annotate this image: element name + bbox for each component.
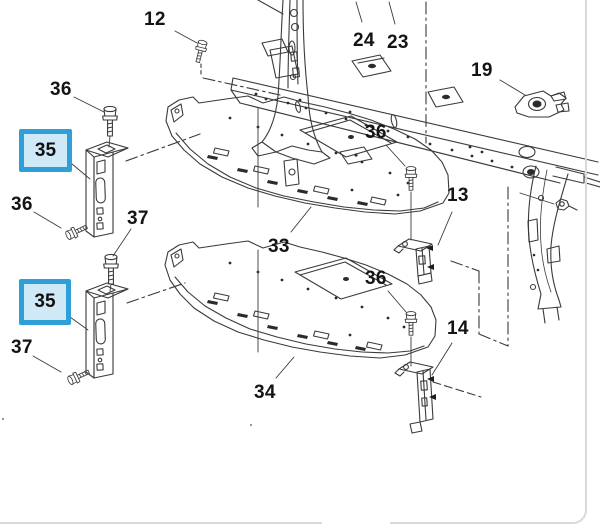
callout-34: 34 <box>254 382 276 403</box>
callout-35-lower-label: 35 <box>34 291 56 312</box>
callout-24: 24 <box>353 30 375 51</box>
callout-33: 33 <box>268 236 290 257</box>
callout-14: 14 <box>447 318 469 339</box>
bracket-35-upper-part <box>85 141 129 238</box>
frame-border-gap <box>322 516 390 528</box>
bracket-13-part <box>393 238 434 285</box>
callout-35-upper-highlight[interactable]: 35 <box>19 129 72 172</box>
projection-lines <box>108 107 412 367</box>
leader-lines <box>32 1 555 379</box>
callout-36-lower-center: 36 <box>365 268 387 289</box>
splash-shield-34-part <box>164 240 437 359</box>
dash-dot-lines <box>125 1 509 398</box>
callout-36-top-left: 36 <box>50 79 72 100</box>
bolt-12-part <box>192 38 209 64</box>
bolt-36-top-part <box>102 105 118 137</box>
callout-35-lower-highlight[interactable]: 35 <box>19 279 71 325</box>
splash-shield-33-part <box>165 95 450 215</box>
callout-37-upper: 37 <box>127 208 149 229</box>
specks <box>2 418 252 426</box>
bracket-35-lower-part <box>85 282 129 379</box>
bolt-37-top-part <box>103 253 119 285</box>
callout-37-lower: 37 <box>11 337 33 358</box>
callout-23: 23 <box>387 32 409 53</box>
clip-19-part <box>514 90 570 118</box>
bolt-36-center-part <box>404 166 418 191</box>
center-post-part <box>251 0 331 187</box>
callout-36-mid-left: 36 <box>11 194 33 215</box>
bolt-36-side-part <box>63 221 90 242</box>
callout-19: 19 <box>471 60 493 81</box>
bolt-36-lower-part <box>404 311 418 336</box>
right-pillar-part <box>527 165 600 324</box>
callout-12: 12 <box>144 9 166 30</box>
callout-13: 13 <box>447 185 469 206</box>
bolt-37-side-part <box>65 366 92 387</box>
bracket-14-part <box>394 361 436 434</box>
callout-36-center: 36 <box>365 122 387 143</box>
upper-tie-bar-part <box>230 54 599 184</box>
callout-35-upper-label: 35 <box>34 139 57 161</box>
pillar-nut-part <box>555 198 578 211</box>
